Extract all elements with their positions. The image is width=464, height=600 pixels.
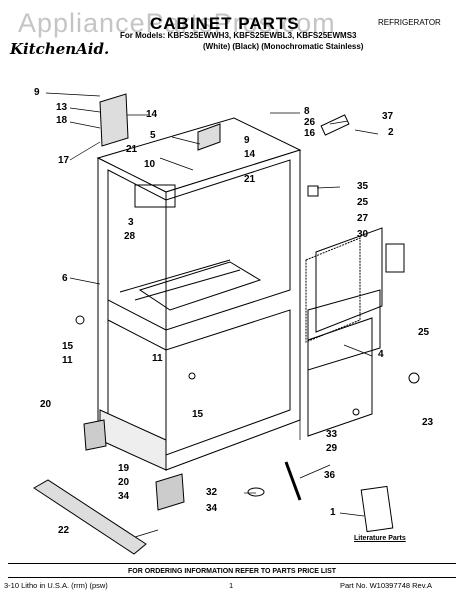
callout-27: 27 [357,213,369,224]
callout-4: 4 [378,349,384,360]
callout-19: 19 [118,463,130,474]
callout-33: 33 [326,429,338,440]
bracket-27 [385,243,405,273]
bottom-hinge-left [83,419,107,451]
callout-11a: 11 [62,355,73,366]
back-panel [305,237,361,343]
clip-35 [307,185,319,197]
callout-34b: 34 [206,503,218,514]
callout-15b: 15 [192,409,204,420]
bottom-hinge-right [155,473,185,511]
page-number: 1 [229,581,234,590]
callout-36: 36 [324,470,336,481]
page-title: CABINET PARTS [150,14,300,33]
callout-32: 32 [206,487,218,498]
print-info: 3-10 Litho in U.S.A. (rrm) (psw) [4,581,108,590]
callout-10: 10 [144,159,156,170]
footer-rule-bottom [8,577,456,578]
foot-32 [247,487,265,497]
hose-36 [284,461,302,501]
callout-37: 37 [382,111,394,122]
ordering-note: FOR ORDERING INFORMATION REFER TO PARTS … [127,568,337,575]
top-hinge-left [99,93,129,147]
callout-13: 13 [56,102,68,113]
part-number: Part No. W10397748 Rev.A [340,581,432,590]
watermark: AppliancePartsPros.com [18,8,336,38]
crisper-area [138,261,262,311]
water-tube [320,114,350,136]
callout-17: 17 [58,155,70,166]
cabinet-side [165,149,301,471]
top-hinge-right [197,123,221,151]
machine-cover [307,289,381,371]
callout-9b: 9 [244,135,250,146]
color-list: (White) (Black) (Monochromatic Stainless… [203,42,364,51]
callout-3: 3 [128,217,134,228]
evap-cover [315,227,383,333]
appliance-type: REFRIGERATOR [378,18,441,27]
callout-8: 8 [304,106,310,117]
footer-rule-top [8,563,456,564]
callout-20b: 20 [118,477,130,488]
callout-14a: 14 [146,109,158,120]
callout-34a: 34 [118,491,130,502]
callout-14b: 14 [244,149,256,160]
callout-2: 2 [388,127,394,138]
callout-35: 35 [357,181,369,192]
callout-26: 26 [304,117,316,128]
callout-25b: 25 [418,327,430,338]
literature-parts-label: Literature Parts [354,535,406,542]
literature-parts [360,485,394,533]
callout-21a: 21 [126,144,138,155]
callout-5: 5 [150,130,156,141]
ac-module [134,184,176,208]
callout-30: 30 [357,229,369,240]
callout-28: 28 [124,231,136,242]
callout-6: 6 [62,273,68,284]
callout-20a: 20 [40,399,52,410]
brand-logo: KitchenAid. [10,40,110,58]
callout-9a: 9 [34,87,40,98]
freezer-door-panel [307,317,373,437]
callout-29: 29 [326,443,338,454]
callout-25a: 25 [357,197,369,208]
callout-22: 22 [58,525,70,536]
callout-16: 16 [304,128,316,139]
toe-grille [33,479,147,555]
callout-18: 18 [56,115,68,126]
callout-23: 23 [422,417,434,428]
callout-21b: 21 [244,174,256,185]
callout-1: 1 [330,507,336,518]
callout-15a: 15 [62,341,74,352]
model-list: For Models: KBFS25EWWH3, KBFS25EWBL3, KB… [120,31,357,40]
callout-11b: 11 [152,353,163,364]
